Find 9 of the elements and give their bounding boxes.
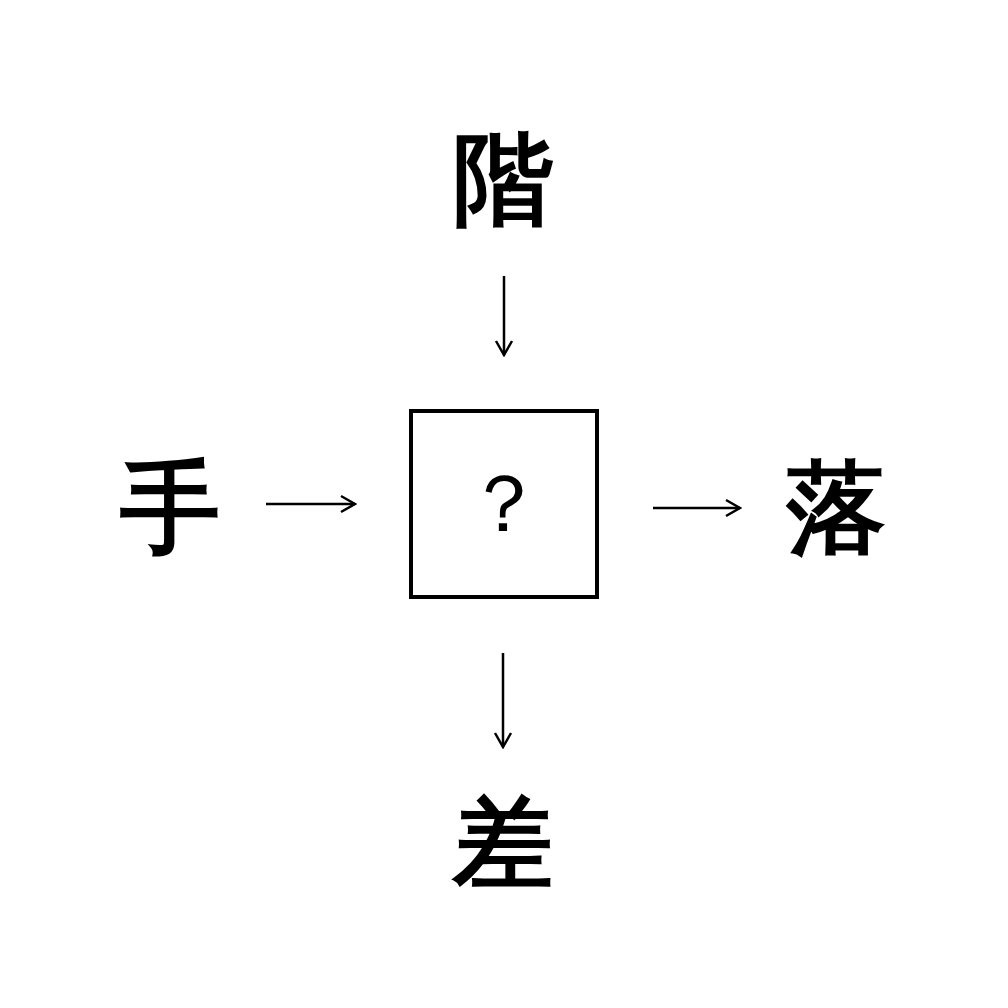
- kanji-text: 階: [451, 128, 555, 232]
- arrow: [653, 498, 742, 518]
- answer-box: ？: [409, 409, 599, 599]
- kanji-text: 手: [118, 456, 222, 560]
- arrow: [494, 276, 514, 357]
- arrow: [266, 494, 357, 514]
- arrow: [493, 653, 513, 749]
- kanji-text: 差: [451, 791, 555, 895]
- kanji-text: 落: [784, 456, 888, 560]
